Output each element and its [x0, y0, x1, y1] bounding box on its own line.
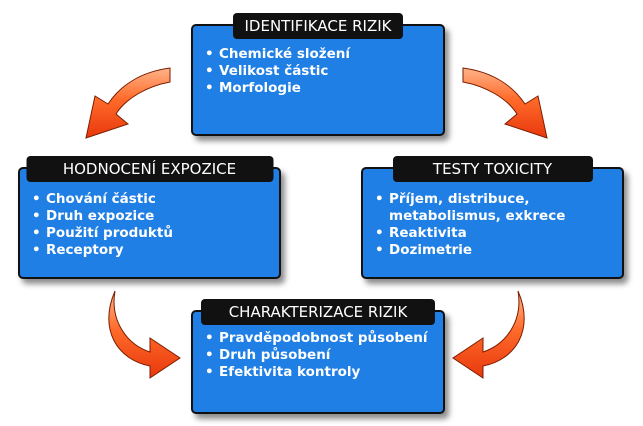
box-title: CHARAKTERIZACE RIZIK	[201, 299, 435, 325]
list-item: Chemické složení	[203, 46, 443, 63]
list-item: Druh působení	[203, 347, 443, 364]
item-list: Příjem, distribuce, metabolismus, exkrec…	[373, 191, 622, 259]
box-title: IDENTIFIKACE RIZIK	[233, 13, 403, 39]
item-list: Chování částic Druh expozice Použití pro…	[30, 191, 279, 259]
list-item: Druh expozice	[30, 208, 279, 225]
box-testy-toxicity: TESTY TOXICITY Příjem, distribuce, metab…	[361, 156, 624, 279]
list-item: Použití produktů	[30, 225, 279, 242]
arrow-identifikace-to-hodnoceni	[85, 67, 171, 139]
arrow-testy-to-charakterizace	[452, 290, 525, 379]
item-list: Chemické složení Velikost částic Morfolo…	[203, 46, 443, 97]
box-hodnoceni-expozice: HODNOCENÍ EXPOZICE Chování částic Druh e…	[18, 156, 281, 279]
list-item: Příjem, distribuce,	[373, 191, 622, 208]
list-item: Velikost částic	[203, 63, 443, 80]
box-charakterizace-rizik: CHARAKTERIZACE RIZIK Pravděpodobnost půs…	[191, 299, 445, 414]
arrow-identifikace-to-testy	[462, 67, 548, 139]
list-item: Reaktivita	[373, 225, 622, 242]
item-list: Pravděpodobnost působení Druh působení E…	[203, 330, 443, 381]
box-title: TESTY TOXICITY	[392, 156, 593, 182]
list-item: Chování částic	[30, 191, 279, 208]
box-title: HODNOCENÍ EXPOZICE	[26, 156, 273, 182]
list-item: Efektivita kontroly	[203, 364, 443, 381]
list-item: Pravděpodobnost působení	[203, 330, 443, 347]
list-item: Morfologie	[203, 80, 443, 97]
arrow-hodnoceni-to-charakterizace	[108, 290, 181, 379]
list-item: Dozimetrie	[373, 242, 622, 259]
box-identifikace-rizik: IDENTIFIKACE RIZIK Chemické složení Veli…	[191, 13, 445, 136]
list-item-continuation: metabolismus, exkrece	[389, 208, 566, 224]
list-item: Receptory	[30, 242, 279, 259]
